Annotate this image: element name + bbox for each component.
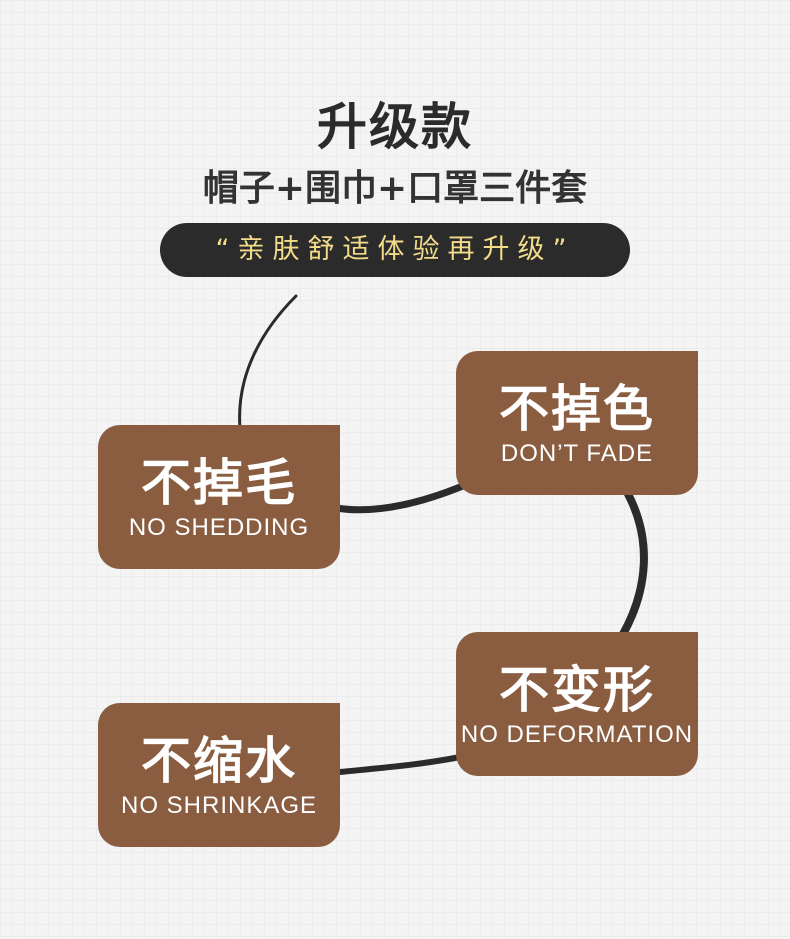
slogan-banner: “亲肤舒适体验再升级” <box>160 223 630 277</box>
feature-subtitle: NO SHEDDING <box>128 514 310 541</box>
feature-title: 不变形 <box>499 661 655 719</box>
connector-shedding-to-fade <box>332 479 474 514</box>
feature-card-no-shedding: 不掉毛 NO SHEDDING <box>98 425 340 569</box>
feature-title: 不掉色 <box>499 380 655 438</box>
feature-subtitle: NO SHRINKAGE <box>120 792 318 819</box>
connector-top-curve <box>238 294 298 430</box>
feature-title: 不缩水 <box>141 732 297 790</box>
feature-subtitle: NO DEFORMATION <box>460 721 694 748</box>
page-subtitle: 帽子+围巾+口罩三件套 <box>202 168 588 209</box>
feature-subtitle: DON’T FADE <box>500 440 654 467</box>
feature-card-dont-fade: 不掉色 DON’T FADE <box>456 351 698 495</box>
page-title: 升级款 <box>317 98 473 156</box>
feature-title: 不掉毛 <box>141 454 297 512</box>
feature-card-no-shrinkage: 不缩水 NO SHRINKAGE <box>98 703 340 847</box>
connector-fade-to-deformation <box>618 490 648 640</box>
connector-deformation-to-shrinkage <box>337 754 463 775</box>
feature-card-no-deformation: 不变形 NO DEFORMATION <box>456 632 698 776</box>
